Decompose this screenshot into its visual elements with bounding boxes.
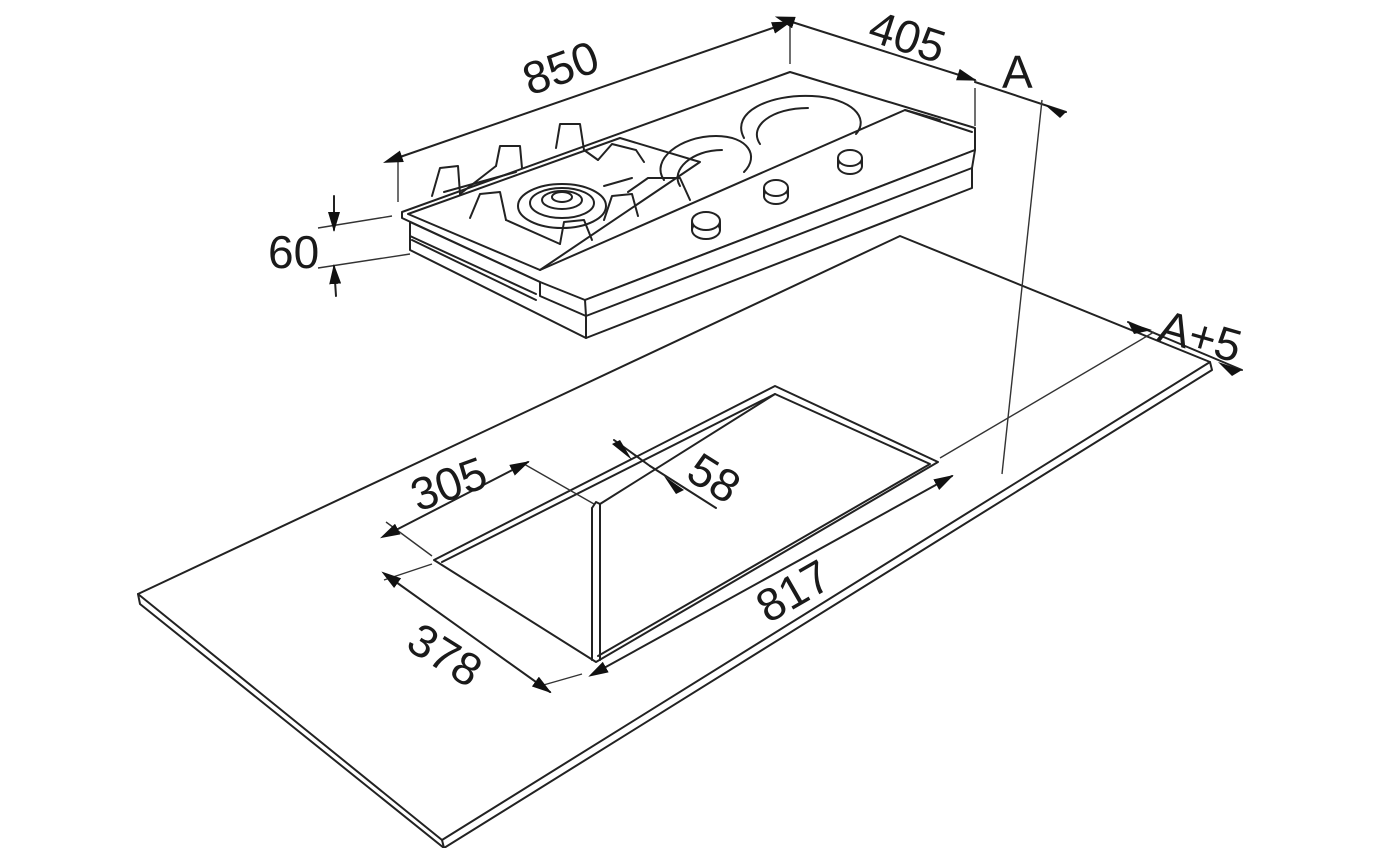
dim-305 <box>379 461 595 557</box>
label-a: A <box>1002 46 1033 98</box>
control-knobs <box>691 149 863 240</box>
knob-2 <box>763 179 789 205</box>
knob-3 <box>837 149 863 175</box>
dim-378 <box>381 563 583 694</box>
knob-1 <box>691 211 721 240</box>
label-405: 405 <box>863 0 952 73</box>
dim-a5 <box>939 321 1243 459</box>
label-850: 850 <box>516 30 606 105</box>
dim-60 <box>317 195 411 297</box>
dim-a-reference <box>1001 99 1043 475</box>
dim-817 <box>588 475 954 677</box>
label-60: 60 <box>268 226 319 278</box>
hob <box>401 71 976 339</box>
dim-a <box>974 81 1067 118</box>
dim-405 <box>774 16 977 126</box>
